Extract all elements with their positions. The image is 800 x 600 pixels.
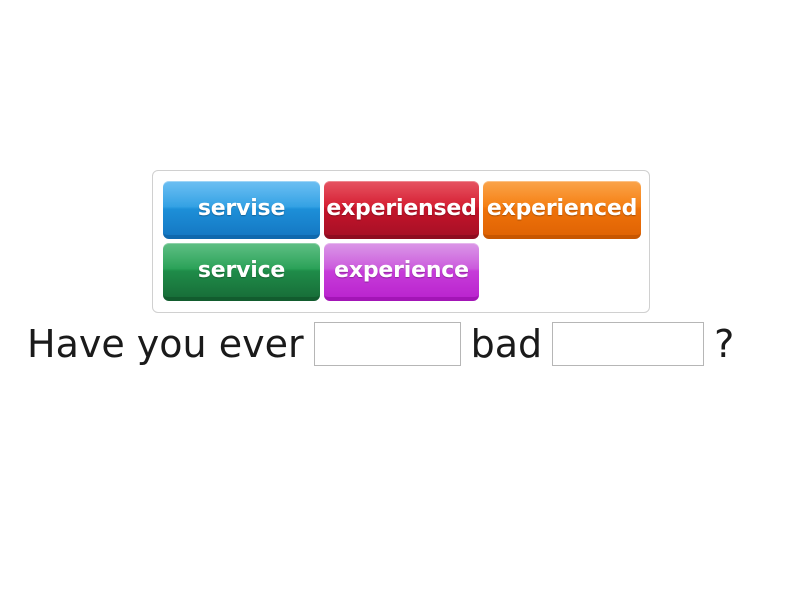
word-tile-label: experiensed [326,195,477,221]
sentence-blank-1[interactable] [313,322,461,366]
word-bank-row-1: servise experiensed experienced [163,181,649,239]
word-tile-service[interactable]: service [163,243,320,301]
sentence-blank-2[interactable] [552,322,705,366]
word-tile-servise[interactable]: servise [163,181,320,239]
word-tile-experience[interactable]: experience [324,243,479,301]
word-bank-container: servise experiensed experienced service … [152,170,650,313]
word-tile-label: experience [334,257,469,283]
sentence-text-segment-1: Have you ever [27,322,304,366]
word-tile-experiensed[interactable]: experiensed [324,181,479,239]
sentence-line: Have you ever bad ? [27,322,777,366]
sentence-question-mark: ? [714,322,735,366]
word-tile-label: servise [197,195,286,221]
word-tile-experienced[interactable]: experienced [483,181,641,239]
word-tile-label: service [197,257,286,283]
word-tile-label: experienced [486,195,638,221]
word-bank-row-2: service experience [163,243,649,301]
sentence-text-segment-2: bad [470,322,543,366]
